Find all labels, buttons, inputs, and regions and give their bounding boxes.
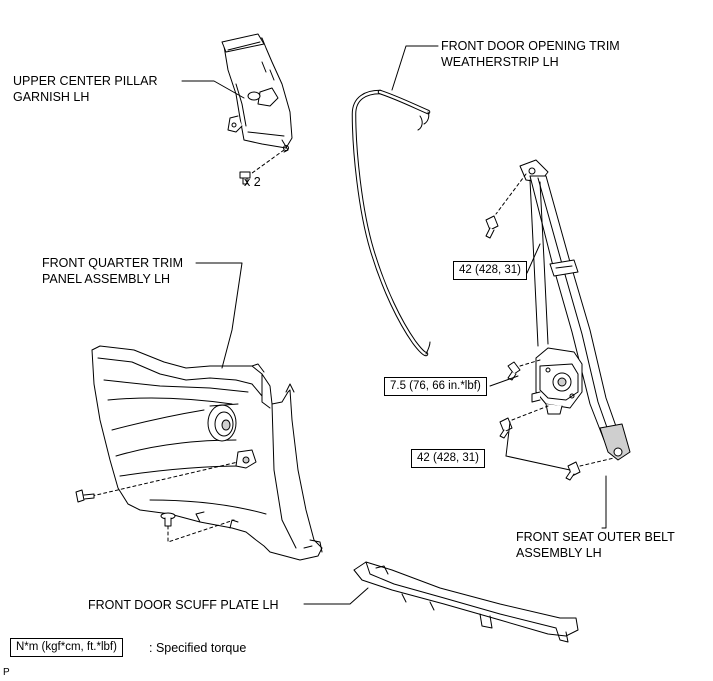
upper-anchor-leader (495, 173, 527, 215)
front-door-scuff-plate-part (353, 561, 579, 643)
lower-torque-leader-a (505, 421, 511, 457)
retractor-bolt-leader (519, 359, 541, 367)
label-front-door-opening-trim-2: WEATHERSTRIP LH (441, 55, 559, 69)
label-front-seat-outer-belt-2: ASSEMBLY LH (516, 546, 602, 560)
legend-description: : Specified torque (149, 641, 247, 655)
upper-center-pillar-garnish-part (221, 33, 293, 153)
label-upper-center-pillar-1: UPPER CENTER PILLAR (13, 74, 158, 88)
torque-box-lower-anchor: 42 (428, 31) (411, 449, 486, 468)
label-front-quarter-trim-2: PANEL ASSEMBLY LH (42, 272, 171, 286)
belt-label-leader (601, 475, 607, 529)
front-seat-outer-belt-part (519, 159, 631, 461)
lower-torque-leader-b (505, 455, 571, 471)
label-front-seat-outer-belt-1: FRONT SEAT OUTER BELT (516, 530, 675, 544)
quantity-label: x 2 (244, 175, 261, 189)
pillar-clip-leader (247, 149, 285, 177)
upper-anchor-bolt-icon (485, 215, 499, 239)
pillar-clip-icon (239, 171, 251, 185)
label-upper-center-pillar-2: GARNISH LH (13, 90, 90, 104)
label-front-door-opening-trim-1: FRONT DOOR OPENING TRIM (441, 39, 620, 53)
quarter-trim-bolt-icon (75, 489, 95, 503)
corner-mark: P (3, 667, 10, 678)
pillar-label-leader (181, 80, 245, 99)
weatherstrip-label-leader (391, 45, 439, 91)
lower-retractor-bolt-icon (499, 417, 513, 439)
quarter-trim-clip-leader (167, 519, 235, 543)
lower-anchor-leader (579, 457, 615, 467)
torque-box-upper-anchor: 42 (428, 31) (453, 261, 528, 280)
quarter-trim-bolt-leader (91, 461, 239, 497)
lower-anchor-bolt-icon (565, 461, 581, 481)
front-quarter-trim-panel-part (91, 345, 323, 561)
front-door-opening-trim-part (351, 89, 431, 357)
retractor-lower-leader (511, 405, 549, 421)
retractor-torque-leader (489, 375, 519, 387)
quarter-trim-label-leader (195, 262, 243, 369)
label-front-quarter-trim-1: FRONT QUARTER TRIM (42, 256, 183, 270)
legend-unit-box: N*m (kgf*cm, ft.*lbf) (10, 638, 123, 657)
label-front-door-scuff-plate: FRONT DOOR SCUFF PLATE LH (88, 598, 279, 612)
torque-box-retractor: 7.5 (76, 66 in.*lbf) (384, 377, 487, 396)
upper-torque-leader (526, 243, 541, 274)
quarter-trim-clip-icon (160, 512, 176, 527)
scuff-label-leader (303, 587, 369, 605)
